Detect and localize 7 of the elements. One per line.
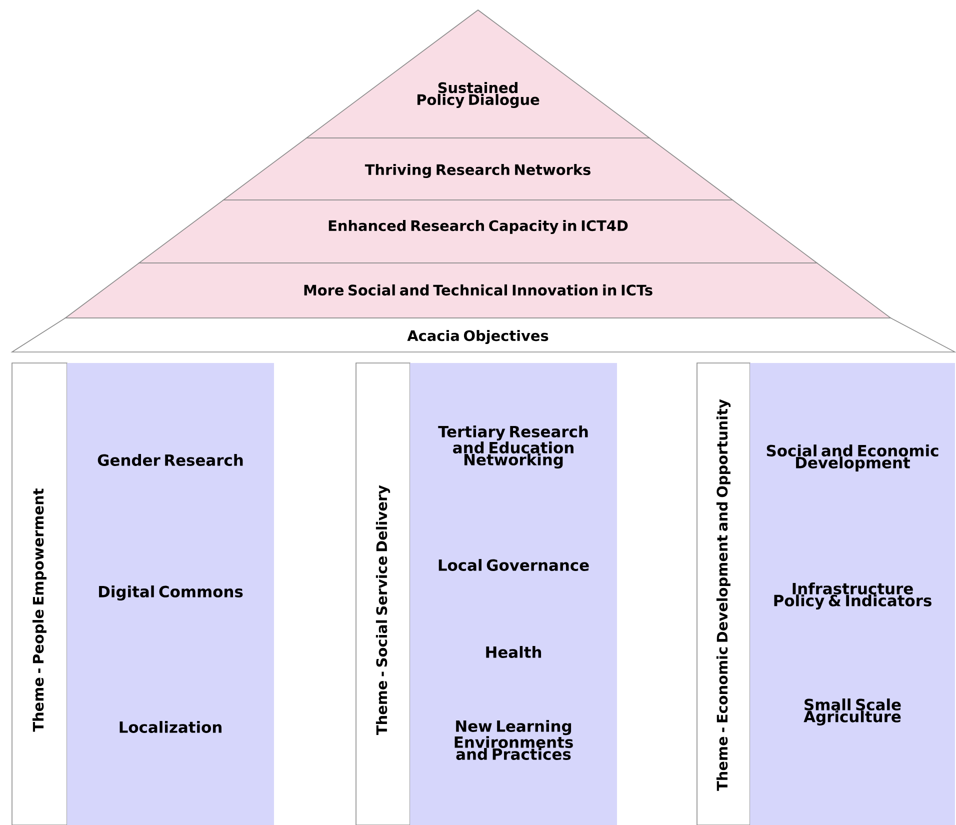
- node-label: Acacia Objectives: [407, 330, 548, 344]
- pillar-panel: Tertiary Research and Education Networking Local Governance Health New Learning Environments and Practices: [410, 363, 617, 825]
- pillar-panel: Gender Research Digital Commons Localization: [67, 363, 274, 825]
- theme-strip: Theme - Economic Development and Opportunity: [696, 362, 750, 825]
- theme-strip: Theme - Social Service Delivery: [356, 362, 410, 825]
- pillar-panel: Social and Economic Development Infrastructure Policy & Indicators Small Scale Agriculture: [750, 363, 955, 825]
- theme-strip: Theme - People Empowerment: [12, 362, 68, 825]
